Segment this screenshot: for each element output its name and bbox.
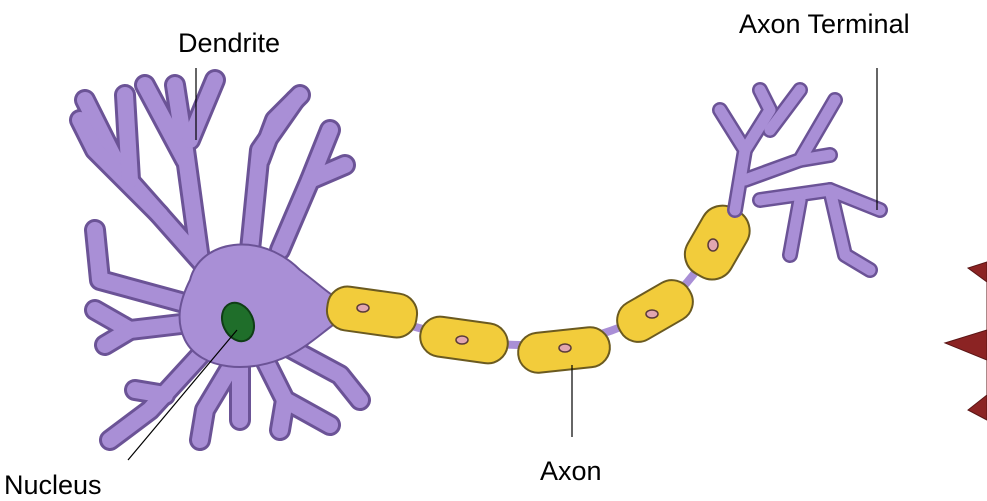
myelin-sheath [324,198,757,375]
myelin-segment [324,284,419,340]
schwann-nucleus [646,310,658,318]
cell-body [180,245,340,367]
dendrite-label: Dendrite [178,28,280,58]
pointer-arrow-icon [945,262,987,420]
schwann-nucleus [708,239,718,251]
schwann-nucleus [357,304,369,312]
schwann-nucleus [456,336,468,344]
nucleus-label: Nucleus [4,470,102,500]
schwann-nucleus [559,344,571,352]
axon-terminal-label: Axon Terminal [739,9,910,39]
axon-label: Axon [540,456,602,486]
